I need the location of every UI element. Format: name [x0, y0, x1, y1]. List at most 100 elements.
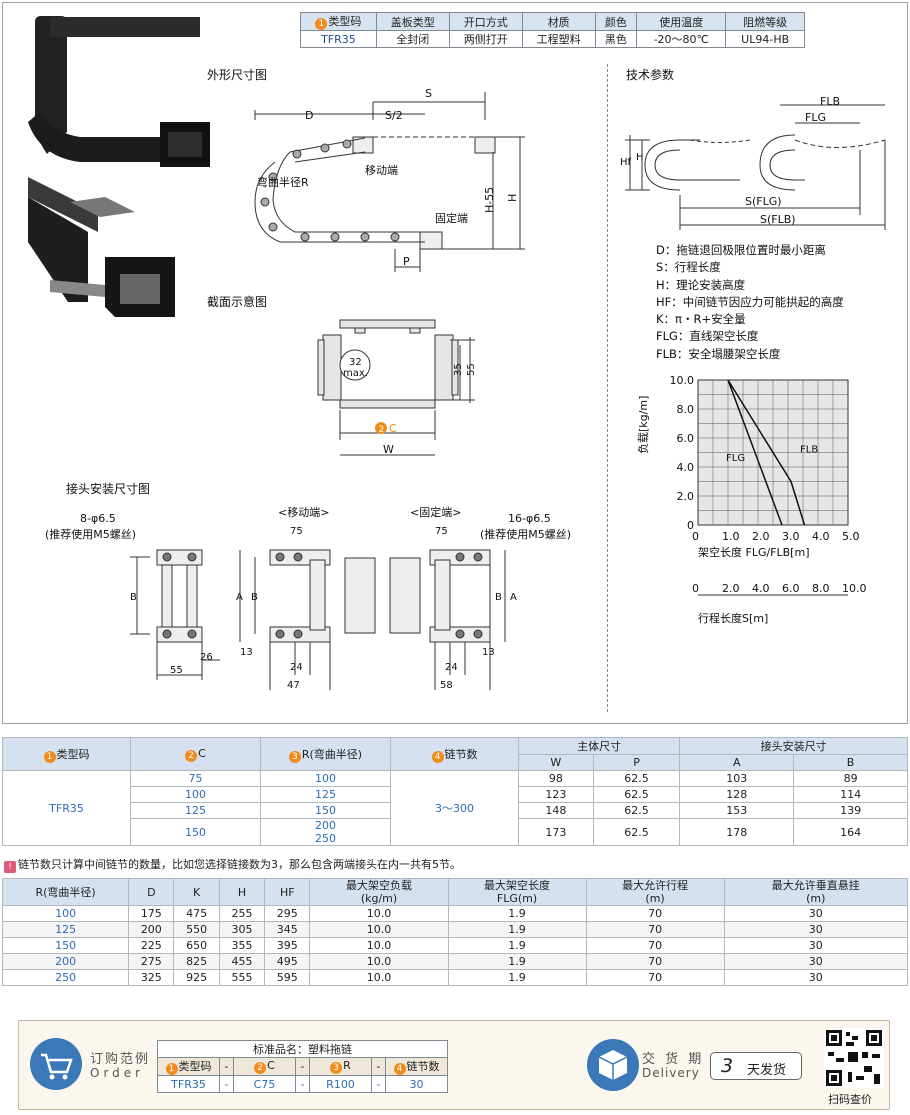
perf-header: D [128, 878, 175, 906]
main-h-W: W [518, 754, 594, 771]
perf-header: 最大允许垂直悬挂(m) [723, 878, 909, 906]
tech-FLG: FLG [805, 111, 826, 124]
cross-W: W [383, 443, 394, 456]
table-cell: 10.0 [309, 953, 449, 970]
cross-C: C [389, 422, 397, 435]
table-cell: 495 [264, 953, 311, 970]
table-cell: 1.9 [447, 969, 587, 986]
table-cell: 30 [723, 905, 909, 922]
x-tick-label: 0 [692, 530, 699, 543]
cross-C-num: 2 [379, 425, 385, 435]
stroke-tick-label: 6.0 [782, 582, 800, 595]
order-col-header: - [371, 1057, 386, 1076]
x-tick-label: 5.0 [842, 530, 860, 543]
dim-P: P [403, 255, 410, 268]
joint-26: 26 [200, 652, 213, 663]
spec-value: 工程塑料 [521, 30, 596, 48]
table-cell: 30 [723, 921, 909, 938]
section-divider [607, 64, 608, 712]
cross-55: 55 [466, 363, 475, 376]
table-cell: 175 [128, 905, 175, 922]
joint-13b: 13 [482, 647, 495, 658]
qr-caption: 扫码查价 [828, 1093, 872, 1106]
main-h-B: B [793, 754, 908, 771]
y-tick-label: 8.0 [677, 403, 695, 416]
joint-right-holes: 16-φ6.5 [508, 512, 551, 525]
series-line-FLG [727, 379, 783, 526]
main-links-value: 3～300 [390, 770, 519, 846]
stroke-tick-label: 8.0 [812, 582, 830, 595]
series-line-FLB [727, 379, 806, 526]
delivery-box-icon [587, 1039, 639, 1091]
legend-item: K：π・R+安全量 [656, 312, 746, 327]
dim-S: S [425, 87, 432, 100]
y-tick-label: 6.0 [677, 432, 695, 445]
joint-B-right: B [495, 592, 502, 603]
table-cell: 150 [1, 937, 130, 954]
joint-55: 55 [170, 665, 183, 676]
table-cell: 200 [128, 921, 175, 938]
dim-S2: S/2 [385, 109, 403, 122]
tech-diagram: FLB FLG Hf H S(FLG) S(FLB) [620, 95, 886, 230]
joint-A-right: A [510, 592, 517, 603]
joint-75b: 75 [435, 526, 448, 537]
table-cell: 550 [173, 921, 220, 938]
joint-title: 接头安装尺寸图 [66, 482, 151, 496]
x-tick-label: 4.0 [812, 530, 830, 543]
order-value: - [219, 1075, 234, 1093]
perf-header: R(弯曲半径) [1, 878, 130, 906]
top-frame [2, 2, 908, 724]
spec-value: 两侧打开 [448, 30, 523, 48]
table-cell: 345 [264, 921, 311, 938]
main-type-value: TFR35 [2, 770, 131, 846]
qr-code [824, 1028, 884, 1088]
table-cell: 30 [723, 953, 909, 970]
spec-header: 阻燃等级 [725, 12, 805, 31]
cross-section-diagram: 32 max. 35 55 2 C W [317, 319, 475, 456]
joint-diagram: 8-φ6.5 (推荐使用M5螺丝) B 55 26 <移动端> <固定端> 16… [45, 505, 571, 691]
perf-header: 最大架空负载(kg/m) [309, 878, 449, 906]
order-value: C75 [233, 1075, 296, 1093]
bend-radius-label: 弯曲半径R [257, 175, 309, 189]
table-cell: 10.0 [309, 937, 449, 954]
joint-75a: 75 [290, 526, 303, 537]
stroke-tick-label: 4.0 [752, 582, 770, 595]
legend-item: D：拖链退回极限位置时最小距离 [656, 243, 826, 257]
order-col-header: - [219, 1057, 234, 1076]
stroke-tick-label: 10.0 [842, 582, 867, 595]
cart-icon [30, 1038, 82, 1090]
joint-24b: 24 [445, 662, 458, 673]
order-title: 订购范例 [90, 1052, 151, 1067]
x-tick-label: 2.0 [752, 530, 770, 543]
x-tick-label: 1.0 [722, 530, 740, 543]
perf-header: H [218, 878, 266, 906]
delivery-title: 交 货 期 [642, 1052, 705, 1067]
table-cell: 255 [218, 905, 266, 922]
joint-left-holes: 8-φ6.5 [80, 512, 116, 525]
table-cell: 70 [585, 905, 725, 922]
table-cell: 325 [128, 969, 175, 986]
alert-icon: ! [4, 861, 16, 873]
joint-58: 58 [440, 680, 453, 691]
table-cell: 30 [723, 969, 909, 986]
table-cell: 10.0 [309, 969, 449, 986]
perf-header: 最大允许行程(m) [585, 878, 725, 906]
table-cell: 125 [1, 921, 130, 938]
perf-header: K [173, 878, 220, 906]
order-title-en: Order [90, 1066, 145, 1080]
table-cell: 100 [1, 905, 130, 922]
joint-moving: <移动端> [278, 506, 329, 519]
legend-item: HF：中间链节因应力可能拱起的高度 [656, 294, 844, 309]
legend-item: S：行程长度 [656, 260, 721, 275]
